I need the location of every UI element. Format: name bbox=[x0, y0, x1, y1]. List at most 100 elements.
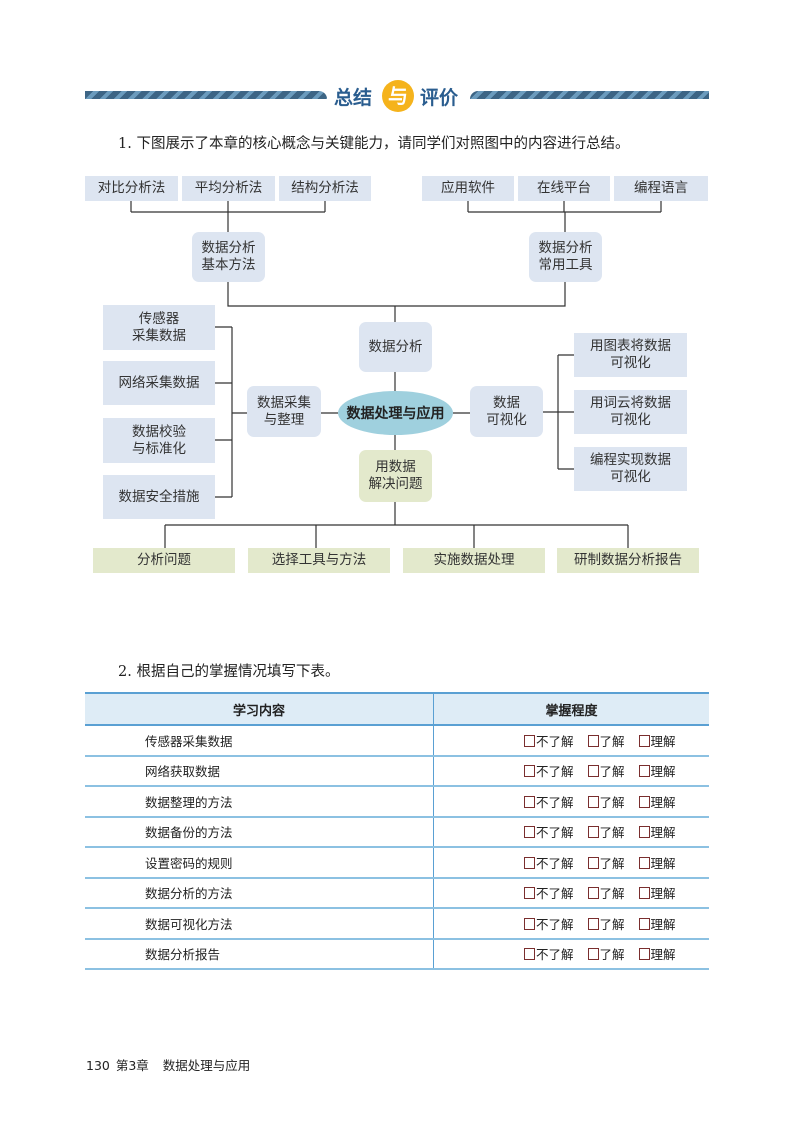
option-label: 不了解 bbox=[536, 886, 574, 902]
checkbox[interactable] bbox=[587, 856, 599, 869]
mastery-option[interactable]: 不了解 bbox=[524, 734, 574, 749]
learning-item: 设置密码的规则 bbox=[85, 847, 434, 879]
table-row: 数据可视化方法不了解了解理解 bbox=[85, 908, 709, 940]
option-label: 理解 bbox=[650, 947, 676, 963]
solve-item-box: 研制数据分析报告 bbox=[557, 548, 699, 573]
table-row: 数据备份的方法 不了解 了解理解 bbox=[85, 816, 709, 848]
mastery-option[interactable]: 不了解 bbox=[524, 825, 574, 840]
collect-item-box: 数据安全措施 bbox=[103, 475, 215, 519]
header-band-right bbox=[470, 91, 709, 99]
option-label: 不了解 bbox=[536, 733, 574, 749]
option-label: 理解 bbox=[650, 764, 676, 780]
option-label: 不了解 bbox=[536, 855, 574, 871]
solve-item-box: 选择工具与方法 bbox=[248, 548, 390, 573]
checkbox[interactable] bbox=[587, 887, 599, 900]
checkbox[interactable] bbox=[638, 887, 650, 900]
chapter-label: 第3章 bbox=[115, 1058, 149, 1073]
mastery-option[interactable]: 了解 bbox=[587, 764, 625, 780]
mastery-option[interactable]: 理解 bbox=[638, 917, 676, 932]
checkbox[interactable] bbox=[587, 917, 599, 930]
mastery-option[interactable]: 不了解 bbox=[524, 947, 574, 962]
checkbox[interactable] bbox=[587, 826, 599, 839]
mastery-option[interactable]: 了解 bbox=[587, 734, 625, 749]
learning-item: 网络获取数据 bbox=[85, 755, 434, 787]
mastery-option[interactable]: 了解 bbox=[587, 794, 625, 810]
mastery-option[interactable]: 理解 bbox=[638, 947, 676, 963]
mastery-option[interactable]: 理解 bbox=[638, 734, 676, 749]
method-box: 结构分析法 bbox=[279, 176, 371, 201]
option-label: 了解 bbox=[599, 764, 625, 780]
option-label: 理解 bbox=[650, 855, 676, 871]
checkbox[interactable] bbox=[524, 917, 535, 930]
mastery-options: 不了解了解理解 bbox=[433, 725, 709, 757]
mastery-option[interactable]: 了解 bbox=[587, 855, 625, 871]
mastery-option[interactable]: 理解 bbox=[638, 825, 676, 840]
mastery-option[interactable]: 不了解 bbox=[524, 917, 574, 932]
mastery-option[interactable]: 了解 bbox=[587, 825, 625, 841]
checkbox[interactable] bbox=[638, 856, 650, 869]
chapter-title: 数据处理与应用 bbox=[162, 1058, 251, 1073]
checkbox[interactable] bbox=[638, 826, 650, 839]
mastery-option[interactable]: 不了解 bbox=[524, 795, 574, 810]
mastery-option[interactable]: 理解 bbox=[638, 855, 676, 871]
checkbox[interactable] bbox=[587, 948, 599, 961]
table-row: 设置密码的规则 不了解 了解 理解 bbox=[85, 847, 709, 879]
mindmap-connectors bbox=[130, 201, 662, 548]
option-label: 了解 bbox=[599, 855, 625, 871]
table-row: 传感器采集数据不了解了解理解 bbox=[85, 725, 709, 757]
option-label: 了解 bbox=[599, 886, 625, 902]
mastery-option[interactable]: 不了解 bbox=[524, 856, 574, 871]
mastery-option[interactable]: 理解 bbox=[638, 764, 676, 780]
checkbox[interactable] bbox=[524, 765, 535, 778]
checkbox[interactable] bbox=[638, 734, 650, 747]
question-1: 1. 下图展示了本章的核心概念与关键能力，请同学们对照图中的内容进行总结。 bbox=[118, 136, 630, 152]
option-label: 了解 bbox=[599, 916, 625, 932]
checkbox[interactable] bbox=[524, 948, 535, 961]
solve-box: 用数据 解决问题 bbox=[359, 450, 432, 502]
mastery-option[interactable]: 了解 bbox=[587, 947, 625, 962]
checkbox[interactable] bbox=[587, 734, 599, 747]
checkbox[interactable] bbox=[524, 826, 535, 839]
mastery-option[interactable]: 不了解 bbox=[524, 764, 574, 779]
visual-item-box: 用词云将数据 可视化 bbox=[574, 390, 687, 434]
self-assessment-table: 学习内容 掌握程度 传感器采集数据不了解了解理解网络获取数据不了解了解理解数据整… bbox=[85, 692, 709, 970]
checkbox[interactable] bbox=[524, 734, 535, 747]
mastery-option[interactable]: 了解 bbox=[587, 916, 625, 932]
learning-item: 数据备份的方法 bbox=[85, 816, 434, 848]
checkbox[interactable] bbox=[587, 795, 599, 808]
option-label: 了解 bbox=[599, 825, 625, 841]
header-band-left bbox=[85, 91, 327, 99]
solve-item-box: 实施数据处理 bbox=[403, 548, 545, 573]
column-header: 掌握程度 bbox=[433, 692, 709, 726]
checkbox[interactable] bbox=[638, 948, 650, 961]
option-label: 理解 bbox=[650, 794, 676, 810]
center-node: 数据处理与应用 bbox=[338, 391, 453, 435]
mastery-option[interactable]: 不了解 bbox=[524, 886, 574, 901]
header-badge-icon: 与 bbox=[382, 80, 414, 112]
table-row: 数据整理的方法不了解了解理解 bbox=[85, 786, 709, 818]
methods-parent-box: 数据分析 基本方法 bbox=[192, 232, 265, 282]
collect-item-box: 传感器 采集数据 bbox=[103, 305, 215, 350]
option-label: 不了解 bbox=[536, 764, 574, 780]
collect-box: 数据采集 与整理 bbox=[247, 386, 321, 437]
option-label: 了解 bbox=[599, 794, 625, 810]
checkbox[interactable] bbox=[524, 887, 535, 900]
checkbox[interactable] bbox=[638, 765, 650, 778]
tools-parent-box: 数据分析 常用工具 bbox=[529, 232, 602, 282]
checkbox[interactable] bbox=[638, 917, 650, 930]
tool-box: 在线平台 bbox=[518, 176, 610, 201]
checkbox[interactable] bbox=[638, 795, 650, 808]
checkbox[interactable] bbox=[524, 856, 535, 869]
mastery-option[interactable]: 理解 bbox=[638, 886, 676, 901]
learning-item: 数据分析报告 bbox=[85, 938, 434, 970]
option-label: 不了解 bbox=[536, 947, 574, 963]
header-title-left: 总结 bbox=[334, 87, 373, 109]
checkbox[interactable] bbox=[587, 765, 599, 778]
mastery-option[interactable]: 了解 bbox=[587, 886, 625, 902]
table-row: 网络获取数据 不了解 了解 理解 bbox=[85, 755, 709, 787]
collect-item-box: 数据校验 与标准化 bbox=[103, 418, 215, 463]
checkbox[interactable] bbox=[524, 795, 535, 808]
mastery-option[interactable]: 理解 bbox=[638, 794, 676, 810]
mastery-options: 不了解 了解理解 bbox=[433, 816, 709, 848]
